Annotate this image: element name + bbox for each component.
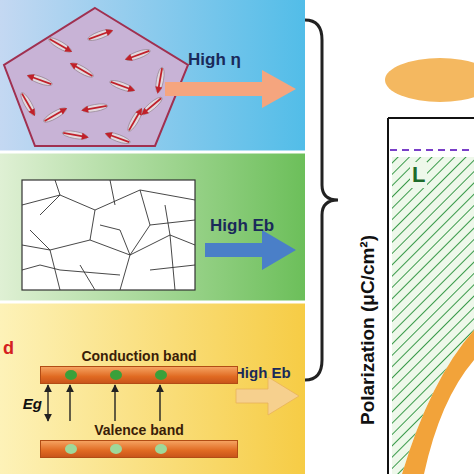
hysteresis-plot (388, 118, 474, 474)
label-wrap: Polarization (μC/cm²) (357, 235, 379, 425)
label-wrap: d (3, 338, 14, 359)
label-wrap: L (410, 162, 427, 188)
arrow (205, 230, 296, 270)
carrier-dot (65, 370, 77, 380)
arrow (236, 377, 299, 415)
energy-band: Conduction band (40, 348, 238, 384)
panel: High Eb (0, 152, 305, 302)
carrier-dot (110, 370, 122, 380)
arrow (165, 70, 296, 108)
arrow-label-wrap: High Eb (210, 216, 274, 236)
ellipse (385, 58, 474, 102)
arrow-label: High η (188, 50, 241, 70)
panel: High EbConduction bandValence band (0, 302, 305, 474)
carrier-dot (155, 444, 167, 454)
edge-label: Eg (23, 395, 42, 412)
band-bar (40, 440, 238, 458)
band-label: Conduction band (40, 348, 238, 366)
region-label: L (410, 162, 427, 188)
transition-arrow (69, 385, 70, 421)
edge-label-wrap: Eg (23, 395, 42, 413)
arrow-label-wrap: High Eb (234, 364, 291, 382)
cropped-label: d (3, 338, 14, 359)
panel-divider (0, 151, 305, 154)
panel-ground (0, 152, 305, 302)
grain-with-dipoles (4, 8, 188, 146)
panel-divider (0, 301, 305, 304)
brace (305, 20, 338, 380)
carrier-dot (110, 444, 122, 454)
band-label: Valence band (40, 422, 238, 440)
transition-arrow (159, 385, 160, 421)
panel-ground (0, 302, 305, 474)
arrow-label: High Eb (234, 364, 291, 381)
arrow-label: High Eb (210, 216, 274, 236)
axis-title: Polarization (μC/cm²) (357, 235, 379, 425)
panel-ground (0, 0, 305, 152)
transition-arrow (47, 385, 48, 421)
arrow-label-wrap: High η (188, 50, 241, 70)
band-bar (40, 366, 238, 384)
grain-boundaries (22, 180, 195, 290)
transition-arrow (114, 385, 115, 421)
energy-band: Valence band (40, 422, 238, 458)
carrier-dot (155, 370, 167, 380)
panel: High η (0, 0, 305, 152)
carrier-dot (65, 444, 77, 454)
